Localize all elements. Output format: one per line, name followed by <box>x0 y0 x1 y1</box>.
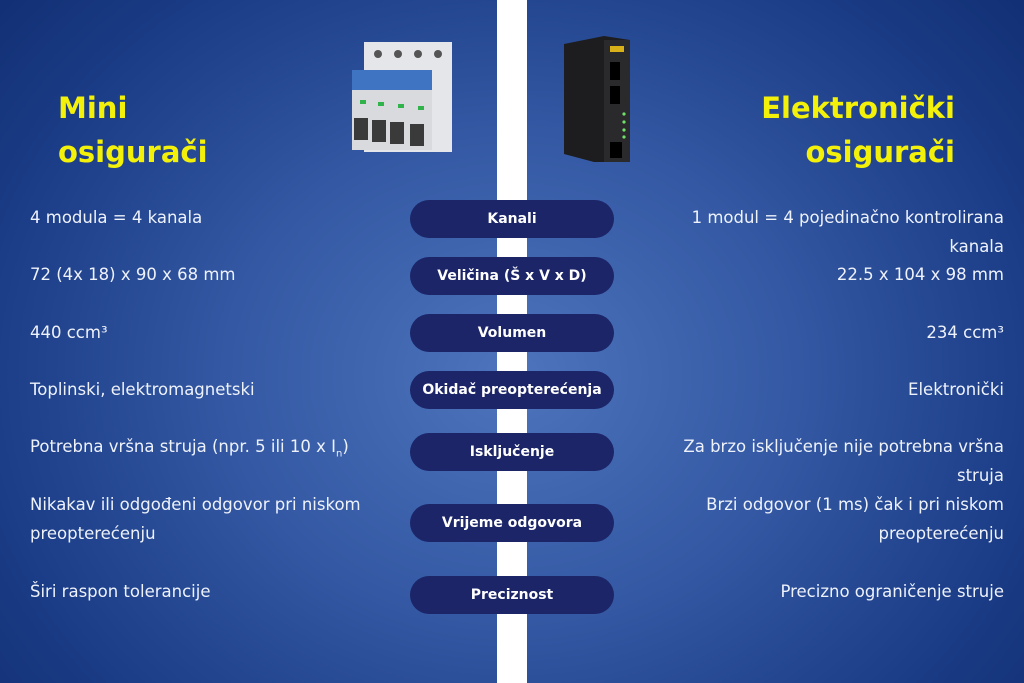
mini-volume: 440 ccm³ <box>30 323 108 342</box>
label-shutdown: Isključenje <box>410 433 614 471</box>
mini-circuit-breaker-image <box>352 42 452 152</box>
mini-size: 72 (4x 18) x 90 x 68 mm <box>30 265 236 284</box>
mini-shutdown-end: ) <box>342 437 349 456</box>
mini-channels: 4 modula = 4 kanala <box>30 208 203 227</box>
electronic-volume: 234 ccm³ <box>926 323 1004 342</box>
label-precision: Preciznost <box>410 576 614 614</box>
label-size: Veličina (Š x V x D) <box>410 257 614 295</box>
label-channels: Kanali <box>410 200 614 238</box>
label-response-time: Vrijeme odgovora <box>410 504 614 542</box>
electronic-channels: 1 modul = 4 pojedinačno kontrolirana kan… <box>691 208 1004 256</box>
mini-shutdown-subscript: n <box>335 448 343 460</box>
electronic-response: Brzi odgovor (1 ms) čak i pri niskom pre… <box>706 495 1004 543</box>
electronic-size: 22.5 x 104 x 98 mm <box>836 265 1004 284</box>
electronic-fuse-image <box>564 36 630 162</box>
label-volume: Volumen <box>410 314 614 352</box>
mini-trigger: Toplinski, elektromagnetski <box>30 380 255 399</box>
electronic-shutdown: Za brzo isključenje nije potrebna vršna … <box>683 437 1004 485</box>
mini-response: Nikakav ili odgođeni odgovor pri niskom … <box>30 495 361 543</box>
mini-shutdown-text: Potrebna vršna struja (npr. 5 ili 10 x I <box>30 437 336 456</box>
mini-shutdown: Potrebna vršna struja (npr. 5 ili 10 x I… <box>30 432 410 468</box>
electronic-precision: Precizno ograničenje struje <box>780 582 1004 601</box>
electronic-trigger: Elektronički <box>908 380 1004 399</box>
mini-precision: Širi raspon tolerancije <box>30 582 211 601</box>
label-overload-trigger: Okidač preopterećenja <box>410 371 614 409</box>
